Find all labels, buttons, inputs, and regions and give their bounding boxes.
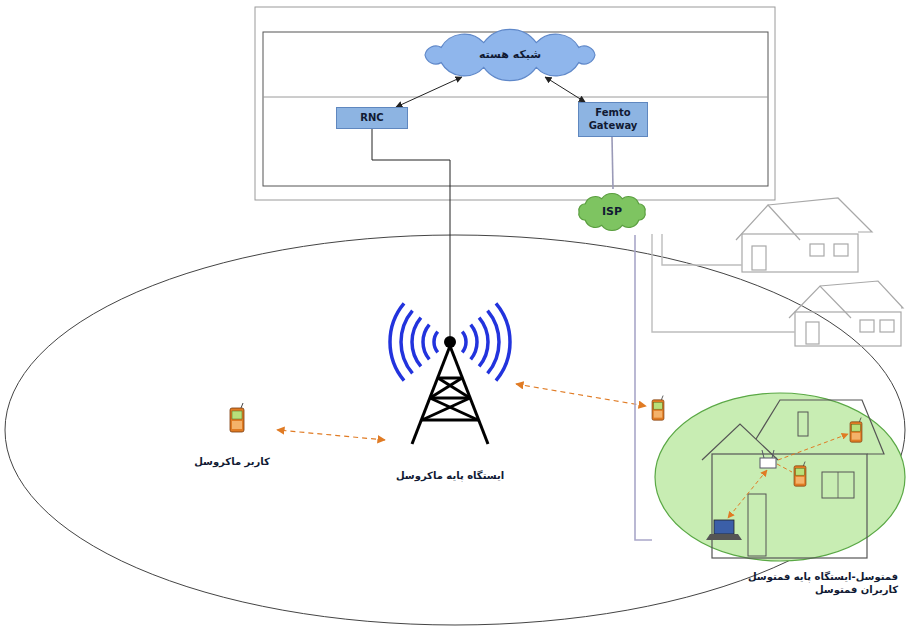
wave-arc	[423, 325, 429, 360]
connector	[277, 430, 385, 440]
rnc-box: RNC	[336, 107, 408, 129]
connector	[612, 137, 613, 189]
macro-user: کاربر ماکروسل	[187, 412, 277, 468]
connector	[545, 77, 585, 102]
tower-feed	[450, 300, 451, 336]
isp-lines	[652, 234, 795, 332]
wave-arc	[390, 303, 404, 380]
wave-arc	[471, 325, 477, 360]
core-divider	[263, 97, 768, 98]
connector	[396, 77, 462, 107]
core-network-cloud: شبکه هسته	[415, 33, 605, 77]
macro-coverage	[5, 235, 905, 625]
wave-arc	[434, 332, 438, 353]
wave-arc	[496, 303, 510, 380]
radio-waves	[390, 303, 510, 380]
femto-shape	[652, 392, 906, 596]
node-label: فمتوسل-ایستگاه پایه فمتوسل	[748, 571, 898, 584]
connector	[372, 129, 450, 300]
radio-link	[516, 384, 646, 406]
femto-edge-phone	[652, 396, 664, 421]
wave-arc	[488, 311, 499, 374]
gateway-box: Femto Gateway	[578, 102, 648, 137]
femtocell-area: فمتوسل-ایستگاه پایه فمتوسلکاربران فمتوسل	[652, 392, 906, 596]
wave-arc	[462, 332, 466, 353]
core-frame	[255, 7, 775, 200]
macro-phone	[230, 403, 244, 432]
connector	[635, 235, 652, 540]
node-label: Femto Gateway	[583, 107, 643, 132]
core-inner-frame	[263, 32, 768, 186]
houses	[736, 198, 903, 346]
isp-cloud: ISP	[569, 189, 655, 235]
node-label: کاربر ماکروسل	[194, 456, 270, 469]
wave-arc	[412, 318, 421, 367]
wave-arc	[479, 318, 488, 367]
macro-base-station: ایستگاه پایه ماکروسل	[385, 300, 515, 482]
node-label: RNC	[341, 112, 403, 125]
node-label: ایستگاه پایه ماکروسل	[396, 470, 504, 483]
wave-arc	[401, 311, 412, 374]
node-label: شبکه هسته	[479, 48, 541, 62]
node-label: ISP	[602, 205, 622, 219]
node-label: کاربران فمتوسل	[815, 584, 898, 597]
